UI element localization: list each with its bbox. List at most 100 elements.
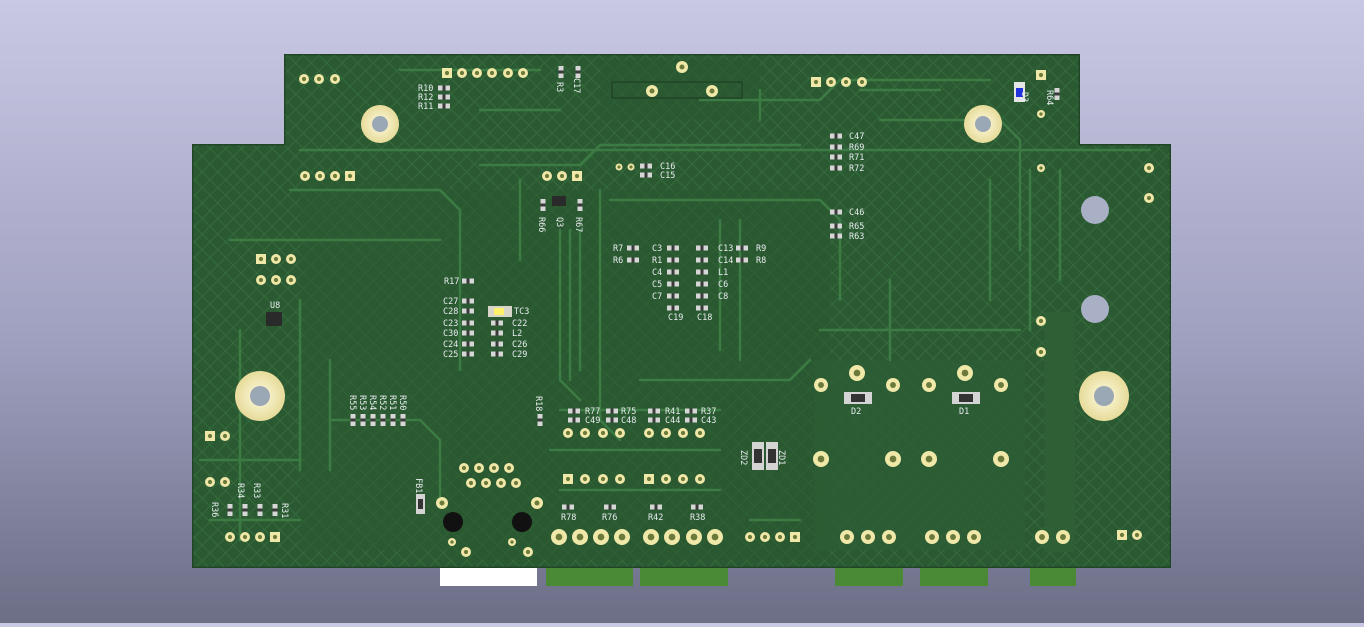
silkscreen-label-r69: R69 bbox=[849, 143, 864, 153]
through-hole-icon bbox=[518, 68, 528, 78]
smd-pad-icon bbox=[685, 408, 697, 414]
mounting-hole-icon bbox=[443, 512, 463, 532]
through-hole-icon bbox=[1036, 70, 1046, 80]
silkscreen-label-r1: R1 bbox=[652, 256, 662, 266]
smd-pad-icon bbox=[627, 245, 639, 251]
silkscreen-label-r76: R76 bbox=[602, 513, 617, 523]
silkscreen-label-c24: C24 bbox=[443, 340, 458, 350]
mounting-holes bbox=[235, 105, 1129, 532]
smd-pad-icon bbox=[462, 298, 474, 304]
through-hole-icon bbox=[1037, 110, 1045, 118]
silkscreen-label-r9: R9 bbox=[756, 244, 766, 254]
smd-pad-icon bbox=[462, 341, 474, 347]
through-hole-icon bbox=[695, 474, 705, 484]
through-hole-icon bbox=[286, 275, 296, 285]
smd-pad-icon bbox=[830, 133, 842, 139]
silkscreen-label-c7: C7 bbox=[652, 292, 662, 302]
smd-pad-icon bbox=[696, 305, 708, 311]
through-hole-icon bbox=[695, 428, 705, 438]
through-hole-icon bbox=[676, 61, 688, 73]
connector-green-4 bbox=[920, 566, 988, 586]
through-hole-icon bbox=[271, 254, 281, 264]
mounting-hole-icon bbox=[361, 105, 399, 143]
silkscreen-label-c47: C47 bbox=[849, 132, 864, 142]
smd-pad-icon bbox=[606, 408, 618, 414]
silkscreen-label-r33: R33 bbox=[251, 483, 261, 498]
smd-pad-icon bbox=[227, 504, 233, 516]
through-hole-icon bbox=[345, 171, 355, 181]
smd-pad-icon bbox=[562, 504, 574, 510]
silkscreen-label-r64: R64 bbox=[1044, 90, 1054, 105]
through-hole-icon bbox=[448, 538, 456, 546]
through-hole-icon bbox=[957, 365, 973, 381]
through-hole-icon bbox=[1037, 164, 1045, 172]
smd-pad-icon bbox=[648, 408, 660, 414]
through-hole-icon bbox=[1035, 530, 1049, 544]
silkscreen-label-l1: L1 bbox=[718, 268, 728, 278]
through-hole-icon bbox=[461, 547, 471, 557]
smd-pad-icon bbox=[696, 293, 708, 299]
through-hole-icon bbox=[886, 378, 900, 392]
silkscreen-label-c28: C28 bbox=[443, 307, 458, 317]
silkscreen-label-r55: R55 bbox=[347, 395, 357, 410]
smd-pad-icon bbox=[627, 257, 639, 263]
smd-pad-icon bbox=[606, 417, 618, 423]
silkscreen-label-r75: R75 bbox=[621, 407, 636, 417]
mounting-hole-icon bbox=[1081, 196, 1109, 224]
silkscreen-label-c15: C15 bbox=[660, 171, 675, 181]
through-hole-icon bbox=[664, 529, 680, 545]
smd-pad-icon bbox=[577, 199, 583, 211]
through-hole-icon bbox=[1056, 530, 1070, 544]
through-hole-icon bbox=[205, 477, 215, 487]
mounting-hole-icon bbox=[1079, 371, 1129, 421]
through-hole-icon bbox=[240, 532, 250, 542]
smd-pad-icon bbox=[491, 351, 503, 357]
u8-chip bbox=[266, 312, 282, 326]
silkscreen-label-r63: R63 bbox=[849, 232, 864, 242]
connector-green-1 bbox=[546, 566, 633, 586]
silkscreen-label-r67: R67 bbox=[573, 217, 583, 232]
fb1-bead-body bbox=[418, 499, 423, 509]
through-hole-icon bbox=[1036, 347, 1046, 357]
through-hole-icon bbox=[1144, 193, 1154, 203]
connector-green-2 bbox=[640, 566, 728, 586]
through-hole-icon bbox=[508, 538, 516, 546]
through-hole-icon bbox=[946, 530, 960, 544]
smd-pad-icon bbox=[830, 165, 842, 171]
silkscreen-label-d3: D3 bbox=[1019, 92, 1029, 102]
through-hole-icon bbox=[563, 474, 573, 484]
through-hole-icon bbox=[661, 474, 671, 484]
through-hole-icon bbox=[442, 68, 452, 78]
silkscreen-label-r42: R42 bbox=[648, 513, 663, 523]
silkscreen-label-c13: C13 bbox=[718, 244, 733, 254]
through-hole-icon bbox=[270, 532, 280, 542]
mounting-hole-icon bbox=[964, 105, 1002, 143]
silkscreen-label-r53: R53 bbox=[357, 395, 367, 410]
through-hole-icon bbox=[511, 478, 521, 488]
d2-diode-body bbox=[851, 394, 865, 402]
smd-pad-icon bbox=[667, 269, 679, 275]
smd-pad-icon bbox=[438, 85, 450, 91]
silkscreen-label-r34: R34 bbox=[235, 483, 245, 498]
smd-pad-icon bbox=[648, 417, 660, 423]
through-hole-icon bbox=[922, 378, 936, 392]
through-hole-icon bbox=[487, 68, 497, 78]
through-hole-icon bbox=[840, 530, 854, 544]
through-hole-icon bbox=[1117, 530, 1127, 540]
smd-pad-icon bbox=[736, 245, 748, 251]
silkscreen-label-r52: R52 bbox=[377, 395, 387, 410]
through-hole-icon bbox=[330, 171, 340, 181]
smd-pad-icon bbox=[696, 257, 708, 263]
smd-pad-icon bbox=[462, 320, 474, 326]
smd-pad-icon bbox=[640, 172, 652, 178]
through-hole-icon bbox=[256, 254, 266, 264]
smd-pad-icon bbox=[575, 66, 581, 78]
smd-pad-icon bbox=[830, 154, 842, 160]
through-hole-icon bbox=[841, 77, 851, 87]
smd-pad-icon bbox=[462, 278, 474, 284]
smd-pad-icon bbox=[400, 414, 406, 426]
through-hole-icon bbox=[775, 532, 785, 542]
silkscreen-label-l2: L2 bbox=[512, 329, 522, 339]
smd-pad-icon bbox=[667, 245, 679, 251]
